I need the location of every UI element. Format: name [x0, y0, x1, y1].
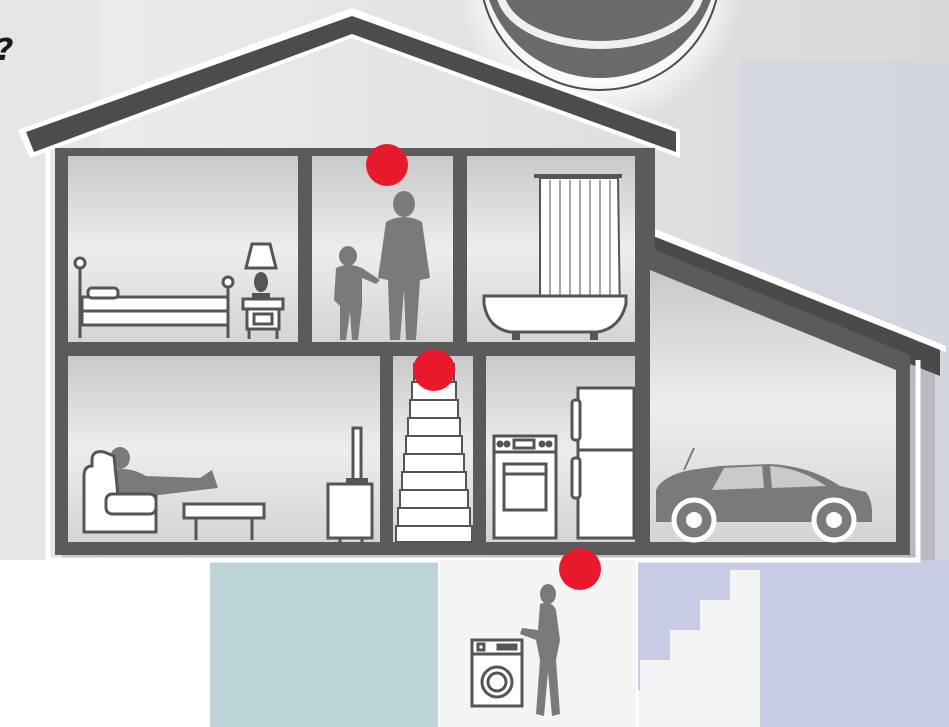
- room-basement: [438, 560, 638, 727]
- room-living-room: [68, 356, 380, 544]
- edge-text: ?: [0, 33, 13, 68]
- marker-basement: [559, 548, 601, 590]
- stove-icon: [494, 436, 556, 538]
- room-bedroom: [68, 156, 298, 342]
- marker-staircase: [413, 349, 455, 391]
- washing-machine-icon: [472, 640, 522, 706]
- room-kitchen: [486, 356, 635, 542]
- fridge-icon: [572, 388, 634, 538]
- marker-hallway-upstairs: [366, 144, 408, 186]
- room-bathroom: [467, 156, 635, 342]
